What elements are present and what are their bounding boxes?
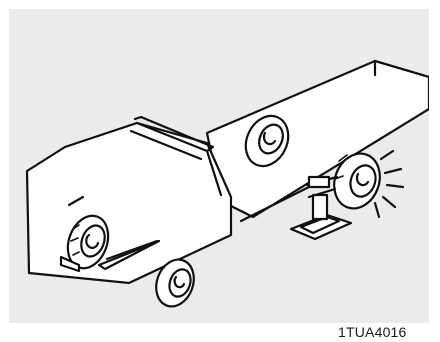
illustration-panel — [9, 9, 429, 323]
truck-tire-change-illustration — [9, 9, 429, 323]
figure-reference-code: 1TUA4016 — [338, 324, 407, 340]
truck-cab — [27, 117, 231, 283]
